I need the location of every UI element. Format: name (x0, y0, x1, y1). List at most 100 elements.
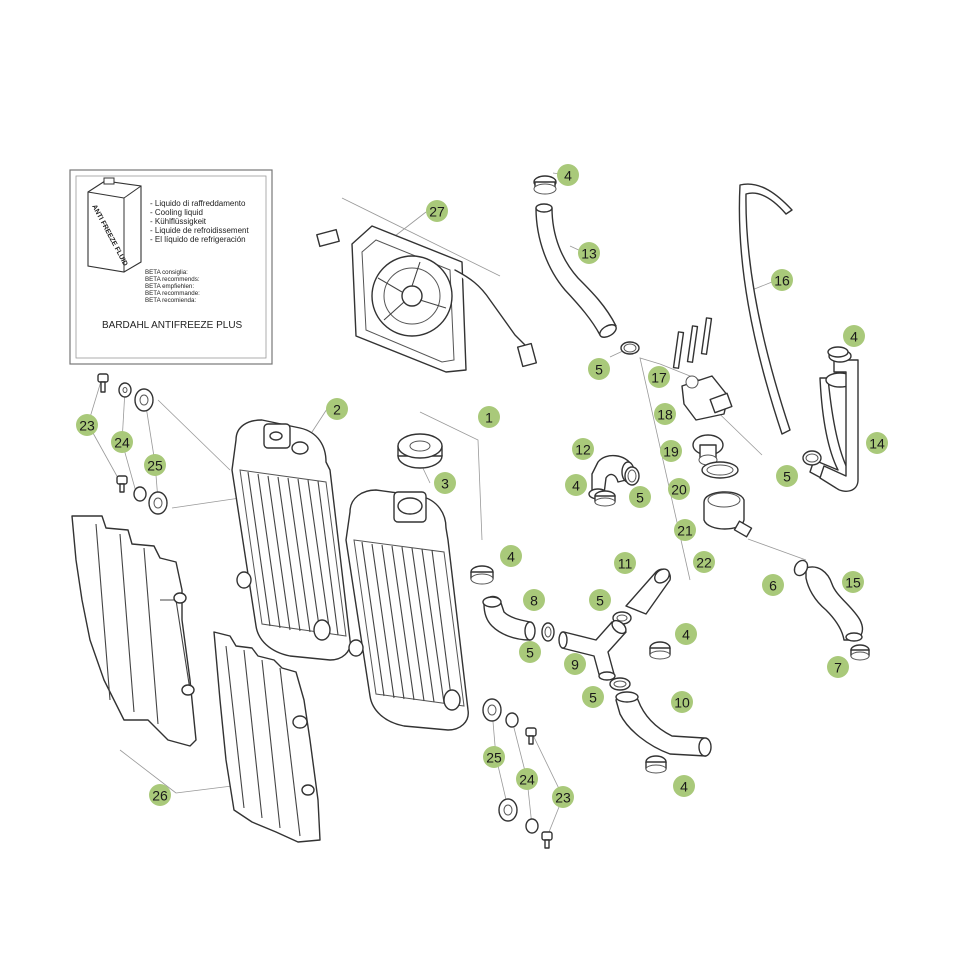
part-clamp-4-d (649, 641, 671, 660)
part-hose-16 (738, 183, 793, 435)
callout-20: 20 (668, 478, 690, 500)
callout-label: 15 (845, 575, 861, 591)
callout-label: 23 (79, 418, 95, 434)
callout-18: 18 (654, 403, 676, 425)
callout-circle (674, 519, 696, 541)
part-clamp-5-c (624, 466, 640, 486)
callout-label: 11 (618, 556, 633, 572)
callout-label: 4 (507, 549, 515, 565)
callout-16: 16 (771, 269, 793, 291)
callout-circle (588, 358, 610, 380)
callout-label: 5 (595, 362, 603, 378)
part-grommet-left-bottom (148, 491, 168, 515)
part-fan (316, 225, 538, 373)
callout-circle (564, 653, 586, 675)
callout-label: 13 (581, 246, 597, 262)
part-clamp-4-c (470, 565, 494, 585)
callout-14: 14 (866, 432, 888, 454)
callout-circle (668, 478, 690, 500)
callout-label: 21 (677, 523, 693, 539)
callout-label: 14 (869, 436, 885, 452)
coolant-line-4: - Liquide de refroidissement (150, 226, 249, 235)
callout-24: 24 (111, 431, 133, 453)
callout-label: 24 (114, 435, 130, 451)
callout-24: 24 (516, 768, 538, 790)
part-bolt-left-bottom (116, 475, 128, 493)
callout-label: 10 (674, 695, 690, 711)
callout-1: 1 (478, 406, 500, 428)
part-grommet-right-bottom (498, 798, 518, 822)
part-radiator-right (345, 489, 469, 731)
callout-circle (426, 200, 448, 222)
callout-circle (776, 465, 798, 487)
part-hose-14 (809, 349, 859, 492)
callout-label: 22 (696, 555, 712, 571)
callout-label: 5 (526, 645, 534, 661)
callout-25: 25 (144, 454, 166, 476)
part-clamp-4-f (827, 346, 849, 358)
part-hose-8 (482, 595, 536, 641)
callout-label: 5 (589, 690, 597, 706)
callout-circle (771, 269, 793, 291)
callout-circle (478, 406, 500, 428)
callout-15: 15 (842, 571, 864, 593)
callout-label: 4 (564, 168, 572, 184)
callout-circle (434, 472, 456, 494)
part-thermostat-group (672, 317, 753, 538)
callout-circle (578, 242, 600, 264)
callout-21: 21 (674, 519, 696, 541)
part-bolt-left-top (97, 373, 109, 393)
part-clamp-5-f (609, 677, 631, 691)
callout-13: 13 (578, 242, 600, 264)
recommend-line-1: BETA consiglia: (145, 269, 188, 276)
part-clamp-4-b (594, 490, 616, 507)
part-clamp-top (533, 175, 557, 195)
callout-5: 5 (776, 465, 798, 487)
callout-label: 17 (651, 370, 667, 386)
part-washer-right-bottom (525, 818, 539, 834)
part-bolt-right-bottom (541, 831, 553, 849)
callout-4: 4 (565, 474, 587, 496)
callout-circle (675, 623, 697, 645)
callout-circle (483, 746, 505, 768)
callout-11: 11 (614, 552, 636, 574)
part-y-piece-9 (558, 619, 627, 681)
callout-label: 2 (333, 402, 341, 418)
callout-circle (827, 656, 849, 678)
callout-circle (557, 164, 579, 186)
product-name: BARDAHL ANTIFREEZE PLUS (102, 320, 243, 331)
part-shroud-outer (71, 515, 197, 747)
callout-4: 4 (673, 775, 695, 797)
callout-circle (671, 691, 693, 713)
part-radiator-left (231, 419, 351, 661)
callout-circle (589, 589, 611, 611)
callout-19: 19 (660, 440, 682, 462)
callout-label: 9 (571, 657, 579, 673)
callout-23: 23 (552, 786, 574, 808)
callout-circle (326, 398, 348, 420)
callout-label: 6 (769, 578, 777, 594)
callout-label: 25 (147, 458, 163, 474)
callout-circle (582, 686, 604, 708)
recommend-line-2: BETA recommends: (145, 276, 200, 283)
part-clamp-5-a (620, 341, 640, 355)
part-washer-right-top (505, 712, 519, 728)
coolant-can-icon: ANTI FREEZE FLUID (87, 177, 142, 273)
callout-circle (842, 571, 864, 593)
callout-5: 5 (582, 686, 604, 708)
callout-4: 4 (500, 545, 522, 567)
part-radiator-cap (397, 433, 443, 469)
callout-circle (629, 486, 651, 508)
callout-2: 2 (326, 398, 348, 420)
callout-circle (144, 454, 166, 476)
callout-circle (648, 366, 670, 388)
callout-circle (762, 574, 784, 596)
part-shroud-grille (213, 631, 321, 843)
callout-circle (654, 403, 676, 425)
callout-circle (523, 589, 545, 611)
recommend-line-5: BETA recomienda: (145, 297, 196, 304)
callout-label: 4 (572, 478, 580, 494)
callout-7: 7 (827, 656, 849, 678)
callout-label: 26 (152, 788, 168, 804)
